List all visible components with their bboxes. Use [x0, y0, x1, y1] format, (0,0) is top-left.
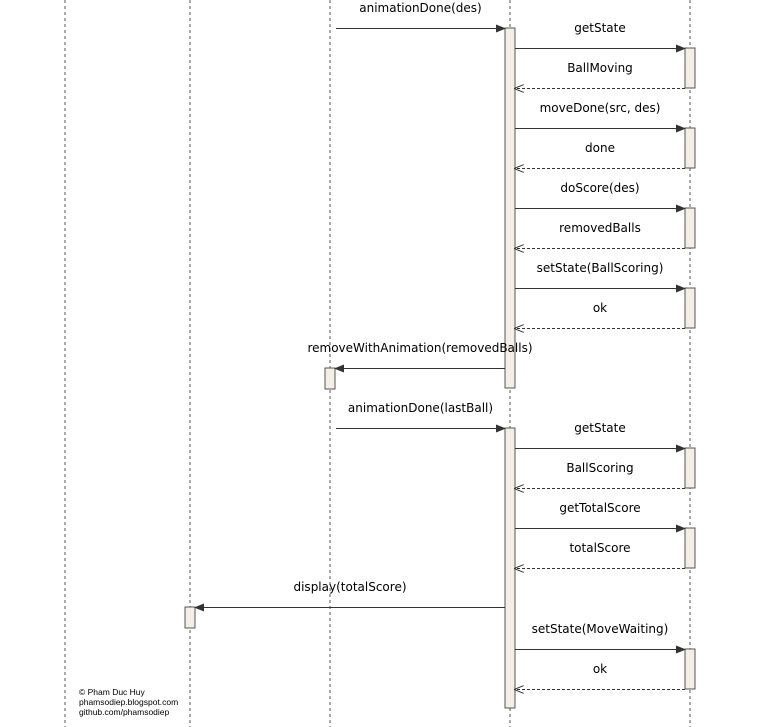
- activation-bar-d: [504, 427, 516, 709]
- message-label-14: totalScore: [569, 541, 630, 555]
- message-label-4: done: [585, 141, 615, 155]
- message-label-15: display(totalScore): [293, 580, 406, 594]
- message-label-10: animationDone(lastBall): [348, 401, 493, 415]
- message-label-5: doScore(des): [560, 181, 639, 195]
- activation-bar-b: [184, 606, 196, 629]
- message-label-6: removedBalls: [559, 221, 641, 235]
- credit-author: © Pham Duc Huy: [79, 687, 145, 697]
- message-label-11: getState: [574, 421, 625, 435]
- credit-block: © Pham Duc Huy phamsodiep.blogspot.com g…: [79, 687, 178, 717]
- activation-bar-e: [684, 447, 696, 489]
- message-label-17: ok: [593, 662, 607, 676]
- activation-bar-e: [684, 287, 696, 329]
- credit-github-link[interactable]: github.com/phamsodiep: [79, 707, 170, 717]
- message-label-7: setState(BallScoring): [537, 261, 664, 275]
- message-label-9: removeWithAnimation(removedBalls): [307, 341, 532, 355]
- message-label-13: getTotalScore: [559, 501, 640, 515]
- message-label-1: getState: [574, 21, 625, 35]
- credit-blog-link[interactable]: phamsodiep.blogspot.com: [79, 697, 179, 707]
- activation-bar-e: [684, 207, 696, 249]
- activation-bar-e: [684, 527, 696, 569]
- activation-bar-e: [684, 47, 696, 89]
- message-label-12: BallScoring: [566, 461, 633, 475]
- message-label-3: moveDone(src, des): [540, 101, 661, 115]
- message-label-16: setState(MoveWaiting): [532, 622, 669, 636]
- message-label-8: ok: [593, 301, 607, 315]
- activation-bar-c: [324, 367, 336, 390]
- message-label-0: animationDone(des): [359, 1, 482, 15]
- activation-bar-e: [684, 127, 696, 169]
- message-label-2: BallMoving: [567, 61, 633, 75]
- activation-bar-e: [684, 648, 696, 690]
- activation-bar-d: [504, 27, 516, 389]
